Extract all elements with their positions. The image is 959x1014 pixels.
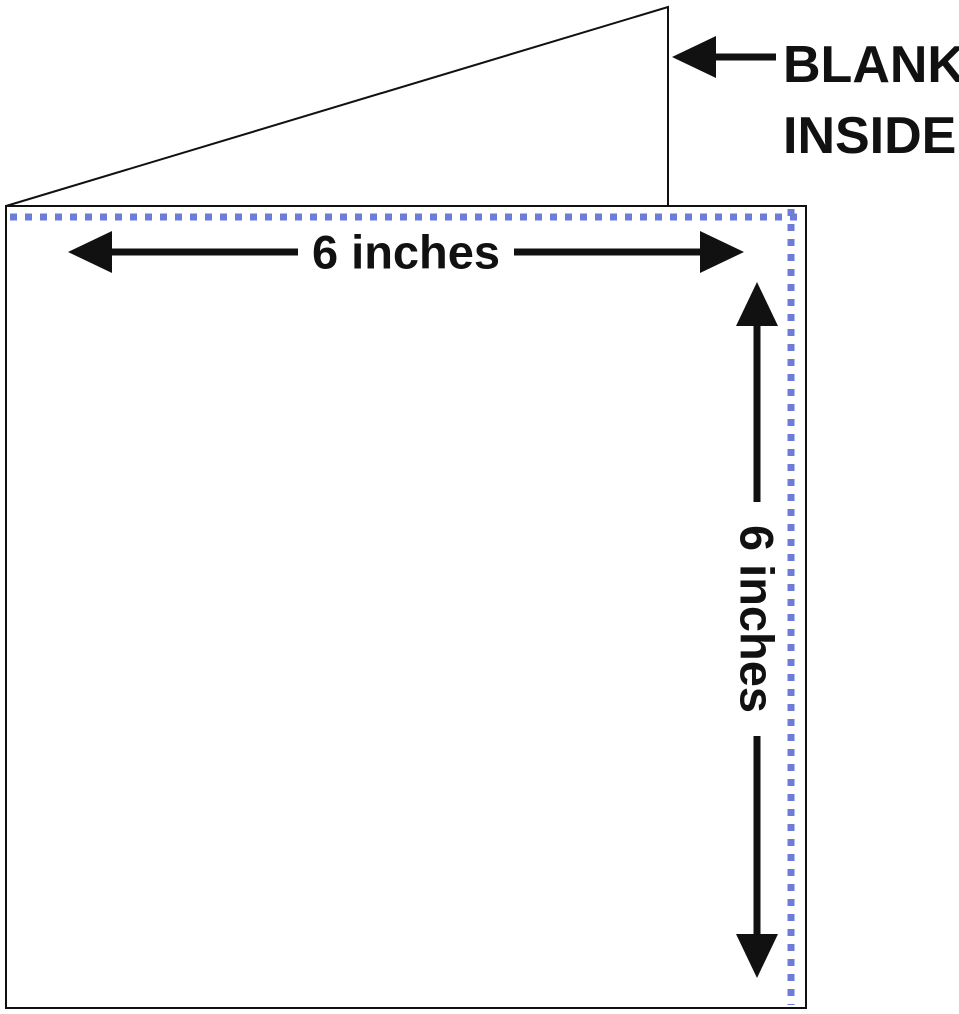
blank-inside-label-line1: BLANK bbox=[783, 36, 959, 94]
card-front-panel bbox=[5, 205, 807, 1009]
height-arrow-top-head bbox=[736, 282, 778, 326]
height-dimension-arrow: 6 inches bbox=[731, 282, 784, 978]
blank-inside-label-line2: INSIDE bbox=[783, 107, 956, 165]
card-back-flap bbox=[5, 5, 669, 207]
height-arrow-bottom-head bbox=[736, 934, 778, 978]
height-dimension-label: 6 inches bbox=[731, 525, 784, 713]
blank-inside-callout-arrow bbox=[672, 36, 776, 78]
callout-arrow-head bbox=[672, 36, 716, 78]
width-arrow-right-head bbox=[700, 231, 744, 273]
width-dimension-label: 6 inches bbox=[312, 226, 500, 279]
width-dimension-arrow: 6 inches bbox=[68, 226, 744, 279]
width-arrow-left-head bbox=[68, 231, 112, 273]
